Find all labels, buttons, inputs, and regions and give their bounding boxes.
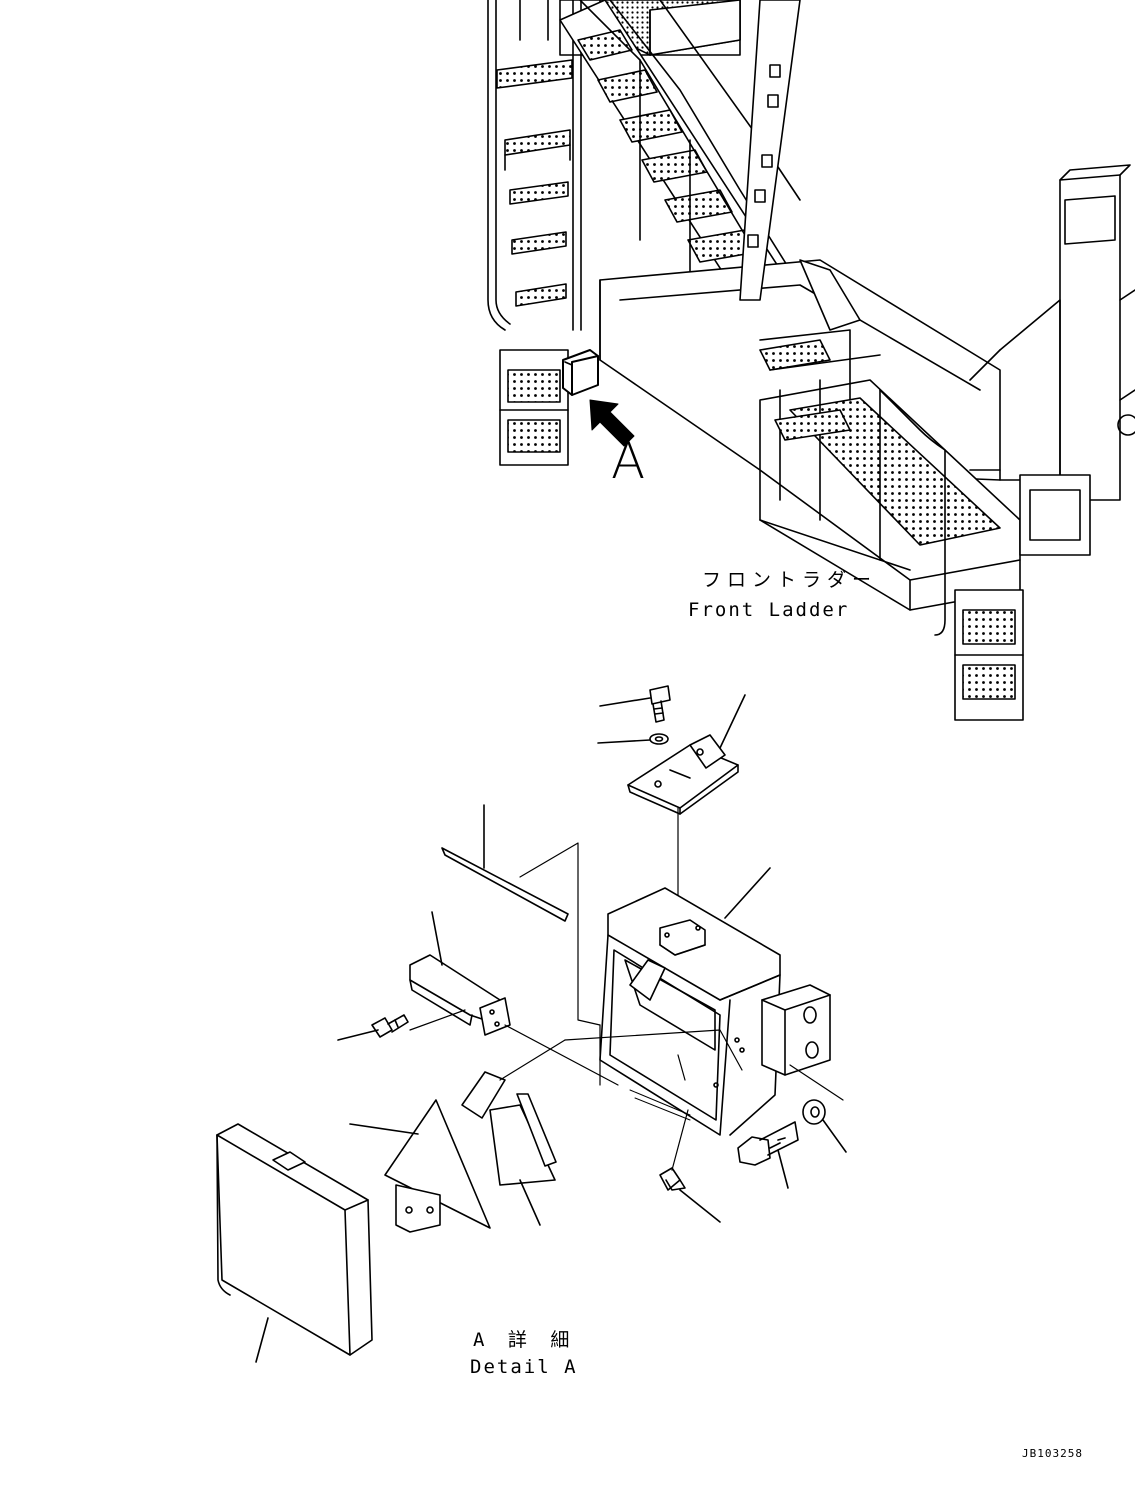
leader-triangle xyxy=(349,1123,419,1135)
leader-bracket xyxy=(719,694,746,749)
bolt-left xyxy=(371,1014,409,1038)
vertical-ladder xyxy=(487,0,582,331)
assembly-line-strip xyxy=(519,842,601,1026)
view-arrow-icon xyxy=(589,399,635,447)
bolt-lower-right xyxy=(737,1121,799,1166)
label-sheet-1 xyxy=(461,1071,506,1119)
lower-platform xyxy=(759,329,1021,636)
assembly-line-hinge xyxy=(409,1009,619,1086)
front-ladder-label-jp: フロントラダー xyxy=(702,569,878,591)
leader-washer-lower xyxy=(822,1119,847,1153)
detail-label-jp: A 詳 細 xyxy=(473,1329,576,1351)
leader-washer-top xyxy=(597,739,651,744)
mounting-bracket xyxy=(627,734,739,815)
drawing-code: JB103258 xyxy=(1022,1447,1083,1460)
hanging-ladder-left xyxy=(499,349,569,466)
reflector-box-location xyxy=(562,349,599,396)
warning-triangle xyxy=(384,1099,491,1233)
detail-a-exploded-view xyxy=(216,685,847,1363)
leader-label-sheet xyxy=(519,1179,541,1226)
leader-bolt-lower xyxy=(777,1149,789,1189)
reflector-housing xyxy=(599,887,831,1136)
hanging-ladder-right xyxy=(954,474,1091,721)
leader-hinge xyxy=(431,911,443,966)
leader-bolt-top xyxy=(599,697,651,707)
housing-cover xyxy=(216,1123,373,1356)
hinge-arm xyxy=(409,954,511,1036)
washer-lower xyxy=(802,1099,826,1125)
front-ladder-label-en: Front Ladder xyxy=(688,599,850,621)
rubber-strip xyxy=(441,847,569,922)
leader-housing xyxy=(724,867,771,919)
detail-label-en: Detail A xyxy=(470,1356,578,1378)
nut xyxy=(659,1167,686,1191)
view-marker-label: A xyxy=(611,432,646,490)
leader-bolt-left xyxy=(337,1029,379,1041)
leader-nut xyxy=(679,1189,721,1223)
label-sheet-2 xyxy=(489,1093,557,1186)
bolt-top xyxy=(649,685,671,723)
leader-cover xyxy=(255,1317,269,1363)
front-ladder-assembly xyxy=(487,0,1135,721)
washer-top xyxy=(649,733,669,745)
